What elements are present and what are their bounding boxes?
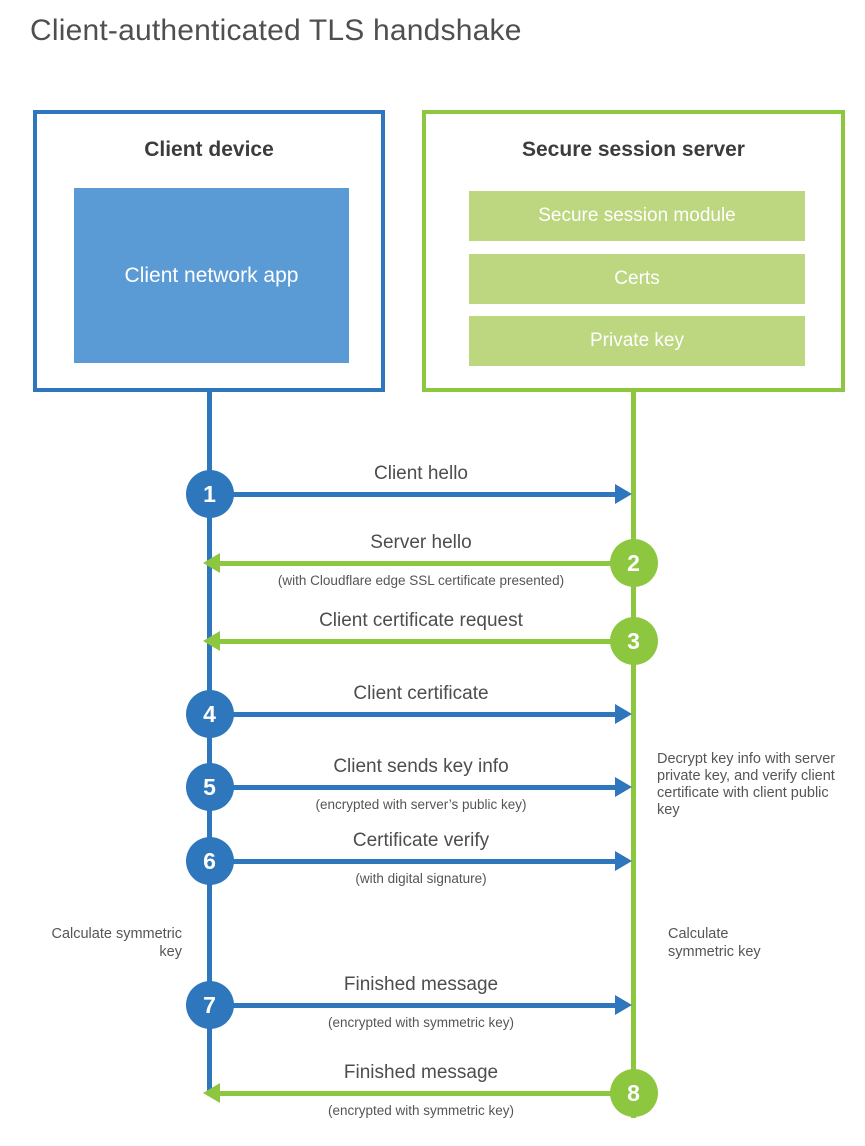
client-network-app-label: Client network app bbox=[124, 263, 299, 287]
arrow-line bbox=[219, 560, 634, 566]
step-number-badge: 2 bbox=[609, 539, 658, 587]
server-module-secure-session-module: Secure session module bbox=[469, 191, 805, 241]
arrow-right-icon bbox=[614, 777, 632, 797]
step-number-badge: 1 bbox=[185, 470, 234, 518]
note-calculate-symmetric-key-server: Calculate symmetric key bbox=[668, 926, 761, 960]
server-lifeline bbox=[631, 392, 636, 1118]
arrow-left-icon bbox=[202, 1083, 220, 1103]
step-label: Finished message bbox=[343, 1062, 499, 1083]
note-decrypt-key-info: Decrypt key info with server private key… bbox=[657, 751, 836, 818]
step-number-badge: 3 bbox=[609, 617, 658, 665]
arrow-left-icon bbox=[202, 631, 220, 651]
arrow-line bbox=[209, 784, 615, 790]
step-sublabel: (with digital signature) bbox=[355, 871, 487, 886]
arrow-right-icon bbox=[614, 851, 632, 871]
server-module-private-key: Private key bbox=[469, 316, 805, 366]
step-sublabel: (encrypted with symmetric key) bbox=[327, 1103, 515, 1118]
step-number-badge: 8 bbox=[609, 1069, 658, 1117]
arrow-line bbox=[219, 1090, 634, 1096]
step-label: Certificate verify bbox=[352, 830, 490, 851]
step-number-badge: 4 bbox=[185, 690, 234, 738]
step-label: Finished message bbox=[343, 974, 499, 995]
client-lifeline bbox=[207, 392, 212, 1095]
arrow-line bbox=[209, 1002, 615, 1008]
step-number-badge: 7 bbox=[185, 981, 234, 1029]
arrow-left-icon bbox=[202, 553, 220, 573]
arrow-line bbox=[219, 638, 634, 644]
server-module-certs: Certs bbox=[469, 254, 805, 304]
step-number-badge: 5 bbox=[185, 763, 234, 811]
client-network-app-box: Client network app bbox=[74, 188, 349, 363]
secure-session-server-title: Secure session server bbox=[522, 138, 745, 161]
step-label: Client certificate request bbox=[319, 610, 523, 631]
arrow-right-icon bbox=[614, 704, 632, 724]
step-sublabel: (with Cloudflare edge SSL certificate pr… bbox=[277, 573, 565, 588]
arrow-line bbox=[209, 858, 615, 864]
page-title: Client-authenticated TLS handshake bbox=[30, 14, 522, 47]
note-calculate-symmetric-key-client: Calculate symmetric key bbox=[51, 926, 182, 960]
step-number-badge: 6 bbox=[185, 837, 234, 885]
step-sublabel: (encrypted with server’s public key) bbox=[315, 797, 527, 812]
client-device-title: Client device bbox=[144, 138, 274, 161]
step-label: Server hello bbox=[370, 532, 472, 553]
step-label: Client sends key info bbox=[333, 756, 509, 777]
secure-session-server-box: Secure session server Secure session mod… bbox=[422, 110, 845, 392]
client-device-box: Client device Client network app bbox=[33, 110, 385, 392]
step-label: Client hello bbox=[374, 463, 468, 484]
step-label: Client certificate bbox=[353, 683, 489, 704]
arrow-right-icon bbox=[614, 484, 632, 504]
arrow-right-icon bbox=[614, 995, 632, 1015]
step-sublabel: (encrypted with symmetric key) bbox=[327, 1015, 515, 1030]
arrow-line bbox=[209, 491, 615, 497]
arrow-line bbox=[209, 711, 615, 717]
